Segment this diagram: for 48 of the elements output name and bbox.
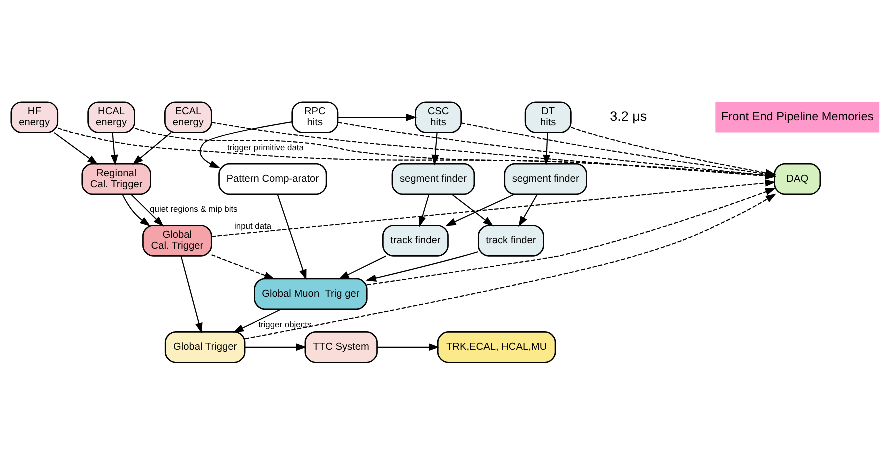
arrow: [432, 132, 440, 166]
node-box: Regional Cal. Trigger: [82, 163, 152, 196]
arrow: [518, 194, 538, 228]
edge-label: trigger objects: [258, 320, 312, 330]
arrow: [122, 194, 151, 227]
arrow: [200, 122, 292, 168]
node-box: Front End Pipeline Memories: [716, 102, 880, 133]
arrow: [54, 132, 98, 166]
edge-label: quiet regions & mip bits: [150, 204, 238, 214]
node-box: Global Trigger: [164, 332, 246, 364]
node-box: segment finder: [504, 163, 588, 196]
node-box: CSC hits: [415, 102, 462, 134]
arrow: [212, 254, 276, 280]
arrow: [180, 256, 203, 334]
arrow: [378, 344, 440, 352]
arrow: [233, 309, 282, 333]
arrow: [130, 194, 164, 227]
arrow: [245, 344, 307, 352]
node-box: Global Muon Trig ger: [254, 278, 368, 310]
edge-label: input data: [234, 220, 272, 231]
edge-label: trigger primitive data: [228, 142, 304, 153]
arrow: [418, 194, 430, 228]
arrow: [338, 114, 418, 122]
arrow: [212, 180, 776, 238]
label: 3.2 μs: [610, 108, 648, 124]
node-box: segment finder: [392, 163, 476, 196]
arrow: [245, 194, 777, 340]
arrow: [132, 132, 172, 166]
node-box: Pattern Comp-arator: [218, 163, 328, 196]
node-box: track finder: [382, 225, 449, 257]
node-box: HF energy: [10, 102, 59, 134]
arrow: [367, 188, 776, 286]
node-box: DT hits: [524, 102, 572, 134]
node-box: RPC hits: [292, 102, 339, 134]
arrow: [543, 132, 551, 166]
node-box: TRK,ECAL, HCAL,MU: [437, 332, 556, 364]
arrow: [446, 194, 515, 226]
arrow: [110, 132, 118, 166]
node-box: HCAL energy: [88, 102, 136, 134]
arrow: [366, 251, 479, 282]
node-box: track finder: [478, 225, 544, 257]
node-box: Global Cal. Trigger: [142, 225, 212, 257]
node-box: TTC System: [304, 332, 378, 364]
arrow: [452, 194, 494, 227]
node-box: ECAL energy: [164, 102, 212, 134]
node-box: DAQ: [774, 163, 822, 196]
arrow: [277, 194, 307, 280]
arrow: [338, 256, 386, 280]
